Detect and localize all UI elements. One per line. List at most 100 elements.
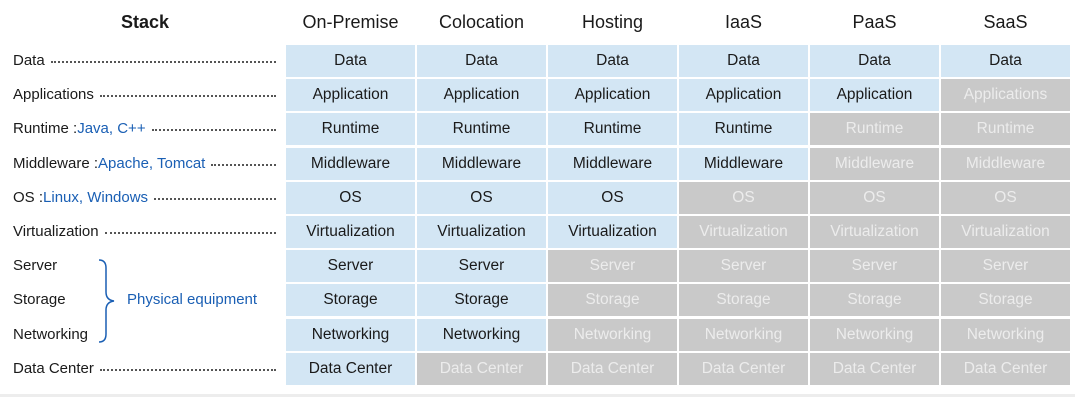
dotted-leader bbox=[99, 368, 276, 371]
layer-cell: Storage bbox=[417, 284, 546, 317]
layer-cell: OS bbox=[941, 181, 1070, 214]
stack-label-name: Runtime : bbox=[13, 120, 78, 138]
layer-cell: Networking bbox=[679, 318, 808, 351]
dotted-leader bbox=[211, 163, 276, 166]
stack-label-detail: Apache, Tomcat bbox=[98, 154, 206, 172]
layer-cell: OS bbox=[679, 181, 808, 214]
layer-cell: Data bbox=[941, 45, 1070, 77]
stack-label-name: Storage bbox=[13, 291, 66, 309]
column-header-saas: SaaS bbox=[983, 12, 1028, 32]
layer-cell: Middleware bbox=[286, 147, 415, 180]
stack-heading: Stack bbox=[120, 12, 170, 32]
layer-cell: Storage bbox=[548, 284, 677, 317]
stack-label-data-center: Data Center bbox=[13, 354, 276, 384]
stack-label-networking: Networking bbox=[13, 320, 88, 350]
layer-cell: Runtime bbox=[941, 113, 1070, 146]
layer-cell: OS bbox=[548, 181, 677, 214]
layer-cell: Runtime bbox=[679, 113, 808, 146]
layer-cell: Data Center bbox=[810, 352, 939, 385]
layer-cell: Server bbox=[548, 250, 677, 283]
layer-cell: Networking bbox=[941, 318, 1070, 351]
layer-cell: Middleware bbox=[941, 147, 1070, 180]
layer-cell: Application bbox=[548, 79, 677, 112]
column-header-iaas: IaaS bbox=[724, 12, 763, 32]
stack-label-detail: Linux, Windows bbox=[43, 188, 149, 206]
layer-cell: Data bbox=[286, 45, 415, 77]
layer-cell: Storage bbox=[941, 284, 1070, 317]
layer-cell: Server bbox=[286, 250, 415, 283]
stack-label-name: Server bbox=[13, 257, 58, 275]
layer-cell: Storage bbox=[679, 284, 808, 317]
layer-cell: Server bbox=[810, 250, 939, 283]
dotted-leader bbox=[50, 61, 276, 63]
layer-cell: Data Center bbox=[679, 352, 808, 385]
layer-cell: Applications bbox=[941, 79, 1070, 112]
layer-cell: Data Center bbox=[548, 352, 677, 385]
stack-label-name: OS : bbox=[13, 188, 44, 206]
layer-cell: Networking bbox=[810, 318, 939, 351]
layer-cell: Data Center bbox=[417, 352, 546, 385]
stack-label-name: Applications bbox=[13, 86, 94, 104]
layer-cell: Middleware bbox=[679, 147, 808, 180]
dotted-leader bbox=[151, 129, 276, 132]
layer-cell: Data Center bbox=[941, 352, 1070, 385]
layer-cell: Middleware bbox=[810, 147, 939, 180]
column-header-hosting: Hosting bbox=[581, 12, 644, 32]
stack-label-name: Data bbox=[13, 52, 45, 69]
stack-label-applications: Applications bbox=[13, 80, 276, 110]
stack-label-name: Virtualization bbox=[13, 223, 99, 240]
physical-equipment-label: Physical equipment bbox=[127, 291, 258, 308]
dotted-leader bbox=[154, 197, 276, 200]
dotted-leader bbox=[99, 95, 276, 98]
layer-cell: OS bbox=[417, 181, 546, 214]
layer-cell: Server bbox=[417, 250, 546, 283]
layer-cell: Server bbox=[679, 250, 808, 283]
column-header-colocation: Colocation bbox=[438, 12, 525, 32]
layer-cell: Runtime bbox=[548, 113, 677, 146]
layer-cell: Application bbox=[679, 79, 808, 112]
layer-cell: Middleware bbox=[548, 147, 677, 180]
stack-label-runtime: Runtime : Java, C++ bbox=[13, 114, 276, 144]
curly-brace-icon bbox=[98, 259, 115, 343]
stack-label-server: Server bbox=[13, 251, 57, 281]
layer-cell: Virtualization bbox=[548, 216, 677, 248]
layer-cell: Server bbox=[941, 250, 1070, 283]
stack-label-os: OS : Linux, Windows bbox=[13, 183, 276, 213]
layer-cell: Storage bbox=[286, 284, 415, 317]
stack-label-name: Middleware : bbox=[13, 154, 99, 172]
layer-cell: Virtualization bbox=[941, 216, 1070, 248]
stack-label-storage: Storage bbox=[13, 285, 66, 315]
layer-cell: Networking bbox=[286, 318, 415, 351]
stack-label-data: Data bbox=[13, 46, 276, 76]
stack-label-virtualization: Virtualization bbox=[13, 217, 276, 247]
layer-cell: Data bbox=[417, 45, 546, 77]
stack-label-detail: Java, C++ bbox=[77, 120, 146, 138]
layer-cell: Data bbox=[679, 45, 808, 77]
layer-cell: Application bbox=[286, 79, 415, 112]
layer-cell: Runtime bbox=[417, 113, 546, 146]
layer-cell: Virtualization bbox=[417, 216, 546, 248]
layer-cell: Data bbox=[548, 45, 677, 77]
layer-cell: OS bbox=[810, 181, 939, 214]
layer-cell: Data Center bbox=[286, 352, 415, 385]
column-header-paas: PaaS bbox=[852, 12, 897, 32]
stack-label-middleware: Middleware : Apache, Tomcat bbox=[13, 149, 276, 179]
layer-cell: Storage bbox=[810, 284, 939, 317]
layer-cell: Networking bbox=[417, 318, 546, 351]
layer-cell: Networking bbox=[548, 318, 677, 351]
layer-cell: Runtime bbox=[810, 113, 939, 146]
layer-cell: Application bbox=[417, 79, 546, 112]
dotted-leader bbox=[104, 232, 276, 234]
layer-cell: Virtualization bbox=[679, 216, 808, 248]
layer-cell: Runtime bbox=[286, 113, 415, 146]
layer-cell: Virtualization bbox=[286, 216, 415, 248]
layer-cell: Virtualization bbox=[810, 216, 939, 248]
layer-cell: Application bbox=[810, 79, 939, 112]
layer-cell: Data bbox=[810, 45, 939, 77]
bottom-divider bbox=[0, 394, 1075, 397]
stack-label-name: Networking bbox=[13, 325, 89, 343]
layer-cell: OS bbox=[286, 181, 415, 214]
layer-cell: Middleware bbox=[417, 147, 546, 180]
stack-label-name: Data Center bbox=[13, 359, 94, 377]
column-header-on-premise: On-Premise bbox=[302, 12, 399, 32]
